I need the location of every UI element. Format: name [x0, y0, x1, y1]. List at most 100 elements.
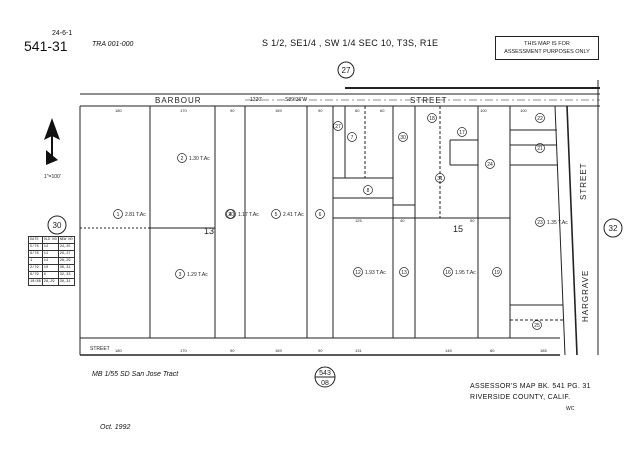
legend-cell: 14	[41, 257, 59, 265]
parcel-number: 25	[534, 323, 540, 329]
parcel-acreage: 1.30 T.Ac	[189, 156, 210, 162]
parcel-marker	[363, 185, 373, 195]
tract-reference: MB 1/55 SD San Jose Tract	[92, 371, 179, 378]
dimension-label: 90	[230, 348, 235, 353]
parcel-number: 5	[275, 212, 278, 218]
legend-cell: 30,31	[57, 278, 75, 286]
legend-cell: 11	[41, 250, 59, 258]
parcel-marker	[226, 209, 236, 219]
parcel-acreage: 1.17 T.Ac	[238, 212, 259, 218]
legend-cell: 26,27	[57, 250, 75, 258]
barbour-bearing: S89°36'W	[285, 97, 307, 103]
dimension-label: 60	[490, 348, 495, 353]
parcel-marker	[535, 113, 545, 123]
street-name-hargrave: HARGRAVE	[581, 270, 590, 322]
parcel-marker	[271, 209, 281, 219]
parcel-marker	[535, 143, 545, 153]
map-date: Oct. 1992	[100, 424, 131, 431]
parcel-marker	[485, 159, 495, 169]
county-name: RIVERSIDE COUNTY, CALIF.	[470, 394, 571, 401]
legend-cell: 6/79	[28, 271, 43, 279]
hargrave-street-west-edge	[554, 105, 566, 356]
legend-cell: DATE	[28, 236, 43, 244]
parcel-marker	[353, 267, 363, 277]
dimension-label: 169	[275, 348, 282, 353]
parcel-number: 18	[429, 116, 435, 122]
legend-cell: 14	[41, 243, 59, 251]
parcel-number: 20	[228, 212, 234, 218]
parcel-marker	[443, 267, 453, 277]
parcel-number: 4	[229, 212, 232, 218]
legend-cell: 28,29	[57, 257, 75, 265]
adjacent-map-south-page: 543	[319, 370, 331, 377]
parcel-marker	[535, 217, 545, 227]
section-location: S 1/2, SE1/4 , SW 1/4 SEC 10, T3S, R1E	[262, 38, 439, 48]
parcel-number: 27	[335, 124, 341, 130]
parcel-marker	[532, 320, 542, 330]
parcel-number: 16	[445, 270, 451, 276]
parcel-marker	[457, 127, 467, 137]
dimension-label: 90	[318, 108, 323, 113]
dimension-label: 145	[445, 348, 452, 353]
legend-cell: 2/79	[28, 264, 43, 272]
legend-cell: 32,33	[57, 271, 75, 279]
parcel-marker	[347, 132, 357, 142]
dimension-label: 60	[355, 108, 360, 113]
parcel-number: 8	[367, 188, 370, 194]
dimension-label: 131	[355, 348, 362, 353]
street-name-barbour-street: STREET	[410, 96, 448, 105]
parcel-number: 21	[537, 146, 543, 152]
adjacent-map-south-sheet: 08	[321, 380, 329, 387]
map-number: 541-31	[24, 38, 68, 54]
parcel-number: 22	[537, 116, 543, 122]
parcel-number: 2	[181, 156, 184, 162]
parcel-number: 1	[117, 212, 120, 218]
legend-cell: OLD NO	[41, 236, 59, 244]
dimension-label: 169	[275, 108, 282, 113]
dimension-label: 90	[230, 108, 235, 113]
dimension-label: 100	[520, 108, 527, 113]
legend-cell: 10/88	[28, 278, 43, 286]
parcel-number: 30	[400, 135, 406, 141]
dimension-label: 180	[115, 108, 122, 113]
parcel-marker	[333, 121, 343, 131]
legend-cell: 6/78	[28, 250, 43, 258]
dimension-label: 170	[180, 348, 187, 353]
street-name-hargrave-street: STREET	[579, 162, 588, 200]
parcel-acreage: 1.95 T.Ac	[455, 270, 476, 276]
legend-cell: 30,31	[57, 264, 75, 272]
parcel-acreage: 2.41 T.Ac	[283, 212, 304, 218]
parcel-acreage: 1.35 T.Ac	[547, 220, 568, 226]
dimension-label: 100	[480, 108, 487, 113]
parcel-number: 3	[179, 272, 182, 278]
legend-cell: 5/78	[28, 243, 43, 251]
parcel-marker	[175, 269, 185, 279]
tra-code: TRA 001-000	[92, 41, 134, 48]
block-number-15: 15	[453, 224, 463, 234]
parcel-number: 24	[487, 162, 493, 168]
parcel-number: 7	[351, 135, 354, 141]
parcel-number: 17	[459, 130, 465, 136]
drafter-initials: WC	[566, 406, 575, 412]
street-name-south: STREET	[90, 346, 110, 352]
parcel-acreage: 1.29 T.Ac	[187, 272, 208, 278]
parcel-marker	[399, 267, 409, 277]
assessment-notice: THIS MAP IS FOR ASSESSMENT PURPOSES ONLY	[495, 36, 599, 60]
parcel-number: 12	[355, 270, 361, 276]
dimension-label: 180	[115, 348, 122, 353]
legend-cell: 24,25	[57, 243, 75, 251]
notice-line-2: ASSESSMENT PURPOSES ONLY	[504, 49, 590, 55]
dimension-label: 185	[540, 348, 547, 353]
legend-cell: 1	[28, 257, 43, 265]
parcel-number: 13	[401, 270, 407, 276]
parcel-marker	[435, 173, 445, 183]
legend-cell: 9	[41, 271, 59, 279]
legend-cell: 28,29	[41, 278, 59, 286]
